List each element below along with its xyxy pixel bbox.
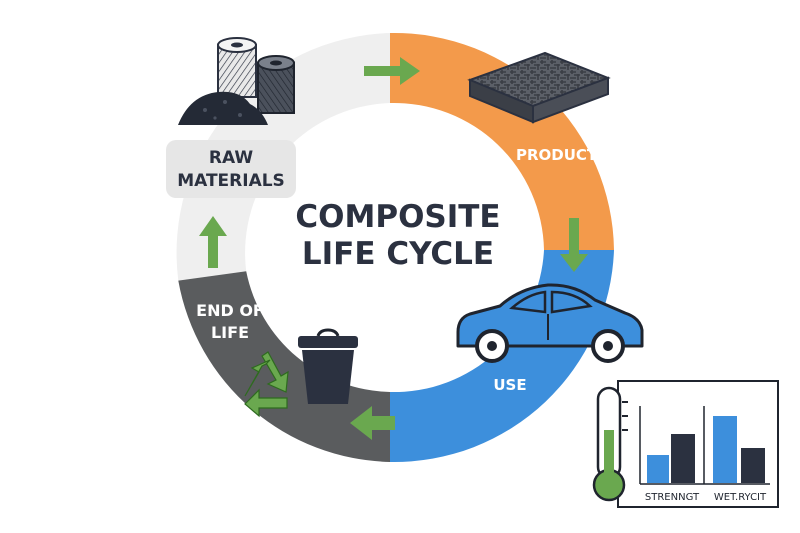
center-title-line1: COMPOSITE (295, 199, 500, 235)
cycle-arrows (199, 57, 588, 440)
woven-mat-icon (467, 51, 611, 124)
trash-bin-icon (298, 328, 358, 404)
arrow-end-of-life-to-raw (199, 216, 227, 268)
inset-label-strength: STRENNGT (645, 492, 700, 503)
bar-chart-icon (639, 406, 770, 485)
arrow-raw-to-production (364, 57, 420, 85)
arrow-production-to-use (560, 218, 588, 272)
bar-wet-light (713, 416, 737, 483)
end-of-life-label-line2: LIFE (211, 323, 249, 342)
ring-segment-production (390, 32, 614, 250)
raw-materials-label-box (166, 140, 296, 198)
raw-materials-label-line2: MATERIALS (177, 171, 285, 191)
bar-strength-light (647, 455, 669, 483)
spool-icon (217, 37, 295, 114)
inset-label-wet: WET.RYCIT (714, 492, 767, 503)
car-icon (456, 283, 644, 363)
ring-segment-raw-materials (176, 33, 390, 281)
bar-wet-dark (741, 448, 765, 483)
arrow-use-to-end-of-life (350, 406, 395, 440)
powder-pile-icon (178, 91, 268, 125)
bar-strength-dark (671, 434, 695, 483)
use-label: USE (493, 376, 526, 394)
ring-segment-end-of-life (178, 271, 390, 462)
thermometer-icon (592, 386, 628, 502)
center-title-line2: LIFE CYCLE (302, 236, 494, 272)
raw-materials-label-line1: RAW (209, 148, 253, 168)
end-of-life-label-line1: END OF (196, 301, 264, 320)
inset-test-panel: STRENNGT WET.RYCIT (592, 380, 779, 508)
production-label: PRODUCTION (516, 146, 628, 164)
recycle-icon (244, 351, 289, 418)
